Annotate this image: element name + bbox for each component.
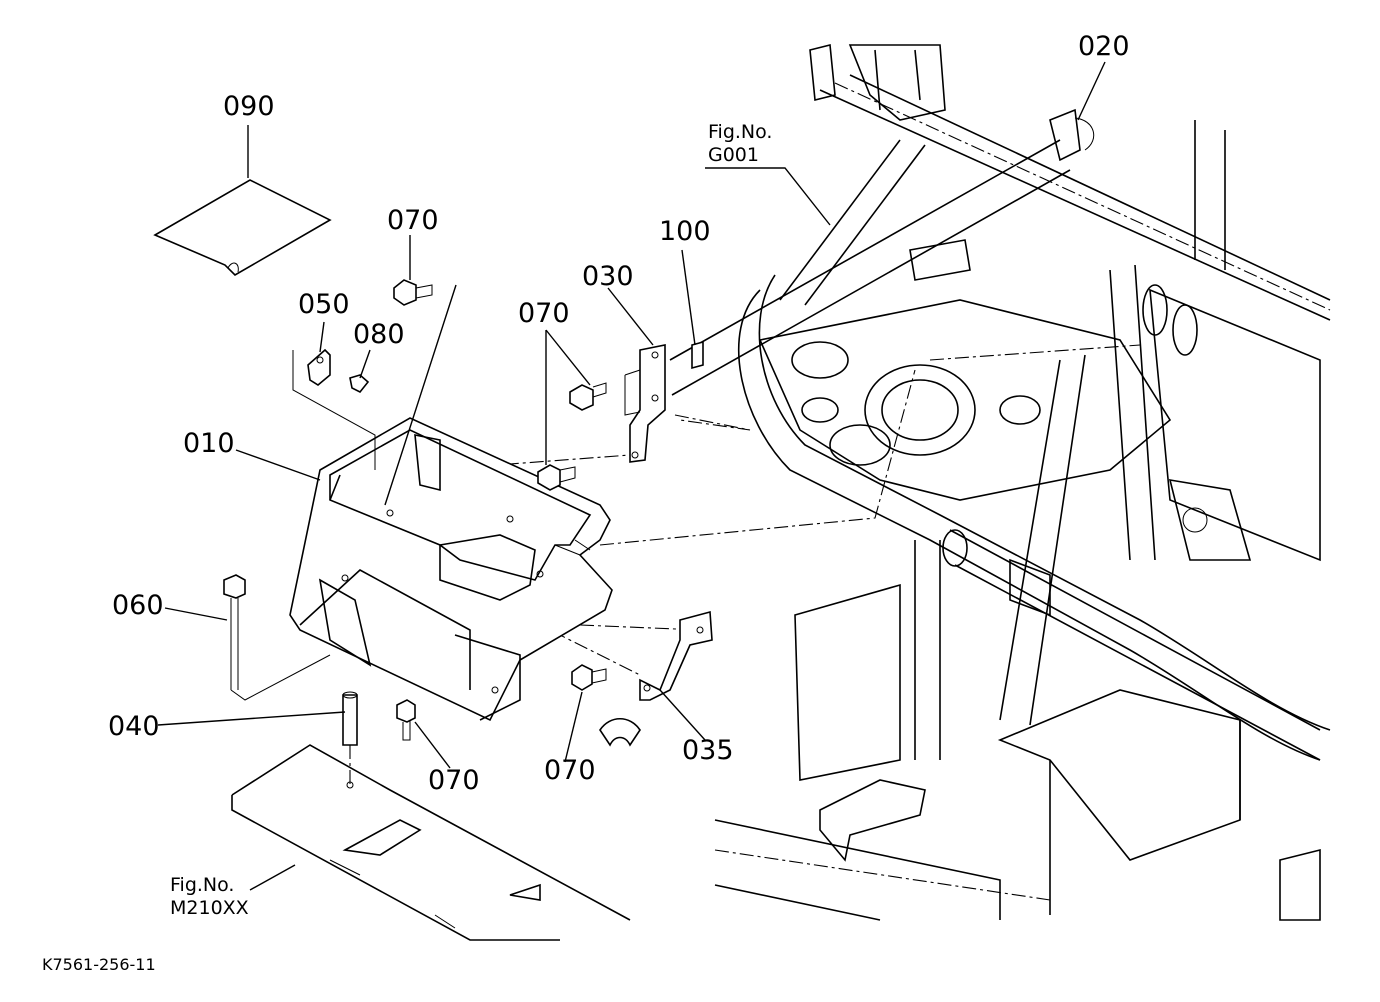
callout-leaders bbox=[157, 61, 1106, 891]
label-070-top: 070 bbox=[387, 205, 439, 236]
label-020: 020 bbox=[1078, 31, 1130, 62]
drawing-id: K7561-256-11 bbox=[42, 955, 156, 974]
small-part-100 bbox=[691, 340, 704, 370]
sheet-part-090 bbox=[153, 179, 332, 277]
label-035: 035 bbox=[682, 735, 734, 766]
label-030: 030 bbox=[582, 261, 634, 292]
bracket-part-035 bbox=[599, 610, 713, 747]
bolt-part-060 bbox=[223, 574, 331, 701]
fig-ref-g001-number: G001 bbox=[708, 144, 759, 166]
fig-ref-m210-number: M210XX bbox=[170, 897, 249, 919]
battery-tray bbox=[289, 417, 613, 722]
clip-part-050 bbox=[292, 348, 376, 470]
label-070-bottom-right: 070 bbox=[544, 755, 596, 786]
spacer-part-040 bbox=[342, 691, 358, 789]
bolt-parts-070 bbox=[393, 279, 607, 741]
bracket-part-030 bbox=[624, 344, 666, 463]
lower-board bbox=[231, 744, 631, 941]
label-060: 060 bbox=[112, 590, 164, 621]
label-050: 050 bbox=[298, 289, 350, 320]
vehicle-frame bbox=[669, 43, 1331, 921]
label-070-bottom-left: 070 bbox=[428, 765, 480, 796]
label-080: 080 bbox=[353, 319, 405, 350]
label-070-middle: 070 bbox=[518, 298, 570, 329]
fig-ref-m210-title: Fig.No. bbox=[170, 874, 234, 896]
label-040: 040 bbox=[108, 711, 160, 742]
pin-part-080 bbox=[349, 374, 370, 394]
fig-ref-g001-title: Fig.No. bbox=[708, 121, 772, 143]
label-100: 100 bbox=[659, 216, 711, 247]
label-090: 090 bbox=[223, 91, 275, 122]
label-010: 010 bbox=[183, 428, 235, 459]
